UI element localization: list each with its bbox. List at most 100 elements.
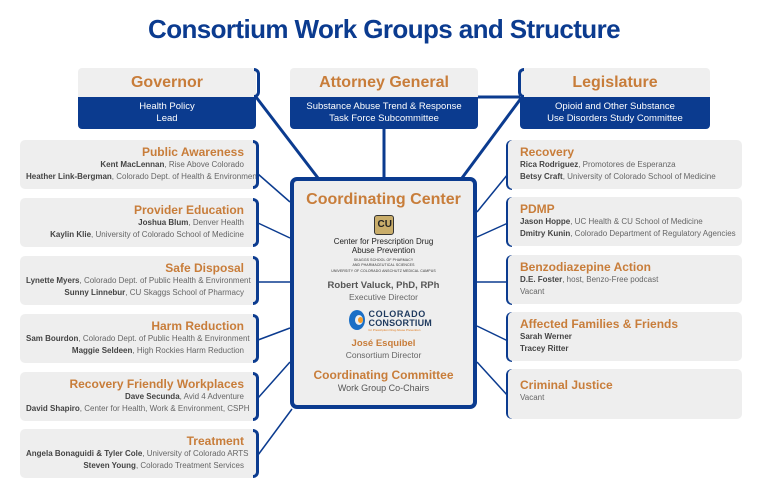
member-name: Heather Link-Bergman	[26, 171, 112, 181]
member-org: , Colorado Department of Regulatory Agen…	[570, 228, 736, 238]
member-line: Sunny Linnebur, CU Skaggs School of Phar…	[26, 287, 244, 299]
consortium-swirl-icon	[348, 309, 365, 330]
member-line: Angela Bonaguidi & Tyler Cole, Universit…	[26, 448, 248, 460]
member-org: , Denver Health	[188, 218, 244, 227]
fineprint-line: AND PHARMACEUTICAL SCIENCES	[352, 262, 415, 267]
member-line: Maggie Seldeen, High Rockies Harm Reduct…	[26, 345, 244, 357]
member-name: Joshua Blum	[138, 218, 189, 227]
legislature-title: Legislature	[520, 68, 710, 97]
center-name: Center for Prescription Drug Abuse Preve…	[294, 237, 473, 255]
center-name-line: Abuse Prevention	[351, 246, 416, 255]
description-line: Substance Abuse Trend & Response	[306, 101, 462, 112]
fineprint-line: SKAGGS SCHOOL OF PHARMACY	[353, 258, 414, 262]
member-name: Betsy Craft	[520, 171, 563, 181]
member-line: Vacant	[520, 286, 736, 298]
center-name-line: Center for Prescription Drug	[333, 237, 434, 246]
work-group-title: Harm Reduction	[151, 319, 244, 333]
member-org: , University of Colorado School of Medic…	[562, 171, 716, 181]
logo-line2: CONSORTIUM	[368, 317, 432, 328]
fineprint-line: UNIVERSITY OF COLORADO ANSCHUTZ MEDICAL …	[331, 269, 436, 273]
consortium-director-role: Consortium Director	[345, 349, 422, 360]
member-name: Sarah Werner	[520, 332, 572, 341]
member-line: David Shapiro, Center for Health, Work &…	[26, 403, 250, 415]
work-group-public-awareness: Public Awareness Kent MacLennan, Rise Ab…	[20, 140, 259, 189]
member-name: Sunny Linnebur	[64, 287, 126, 297]
work-group-affected-families-friends: Affected Families & Friends Sarah Werner…	[508, 312, 742, 361]
work-group-title: Provider Education	[133, 203, 244, 217]
member-org: , Promotores de Esperanza	[578, 160, 676, 169]
legislature-bracket	[518, 68, 524, 98]
work-group-provider-education: Provider Education Joshua Blum, Denver H…	[20, 198, 256, 247]
cu-logo-icon: CU	[373, 215, 394, 235]
member-org: , UC Health & CU School of Medicine	[570, 217, 703, 226]
attorney-general-box: Attorney General Substance Abuse Trend &…	[290, 68, 478, 129]
work-group-recovery: Recovery Rica Rodriguez, Promotores de E…	[508, 140, 742, 189]
attorney-general-description: Substance Abuse Trend & Response Task Fo…	[290, 97, 478, 129]
member-name: Maggie Seldeen	[71, 345, 133, 355]
executive-director-role: Executive Director	[349, 291, 418, 302]
consortium-director-name: José Esquibel	[351, 337, 416, 349]
group-bracket	[253, 198, 259, 247]
member-org: , Avid 4 Adventure	[179, 392, 244, 401]
member-org: , Colorado Dept. of Public Health & Envi…	[78, 334, 250, 343]
member-org: , University of Colorado ARTS	[142, 449, 249, 458]
description-line: Use Disorders Study Committee	[547, 113, 683, 124]
member-org: , Colorado Treatment Services	[135, 460, 244, 470]
member-name: Rica Rodriguez	[520, 160, 579, 169]
member-name: Sam Bourdon	[26, 334, 79, 343]
member-org: Vacant	[520, 286, 545, 296]
work-group-title: Affected Families & Friends	[520, 317, 679, 331]
work-group-title: Recovery Friendly Workplaces	[69, 377, 244, 391]
description-line: Lead	[156, 113, 178, 124]
member-org: Vacant	[520, 393, 545, 402]
governor-bracket	[254, 68, 260, 98]
member-line: Dmitry Kunin, Colorado Department of Reg…	[520, 228, 736, 240]
member-name: Lynette Myers	[26, 276, 80, 285]
member-org: , Rise Above Colorado	[164, 160, 244, 169]
group-bracket	[253, 314, 259, 363]
governor-description: Health Policy Lead	[78, 97, 256, 129]
member-name: Dmitry Kunin	[520, 228, 571, 238]
member-name: Jason Hoppe	[520, 217, 571, 226]
legislature-description: Opioid and Other Substance Use Disorders…	[520, 97, 710, 129]
attorney-general-title: Attorney General	[290, 68, 478, 97]
cu-logo-glyph: CU	[377, 219, 392, 230]
member-line: D.E. Foster, host, Benzo-Free podcast	[520, 274, 736, 286]
coordinating-center-box: Coordinating Center CU Center for Prescr…	[290, 177, 477, 409]
member-org: , Center for Health, Work & Environment,…	[79, 403, 250, 413]
work-group-title: PDMP	[520, 202, 555, 216]
center-fineprint: SKAGGS SCHOOL OF PHARMACY AND PHARMACEUT…	[294, 258, 473, 274]
work-group-pdmp: PDMP Jason Hoppe, UC Health & CU School …	[508, 197, 742, 246]
member-name: Tracey Ritter	[520, 343, 569, 353]
member-name: David Shapiro	[26, 403, 80, 413]
member-name: Angela Bonaguidi & Tyler Cole	[26, 449, 143, 458]
member-name: Kent MacLennan	[100, 160, 165, 169]
work-group-title: Recovery	[520, 145, 575, 159]
member-line: Kent MacLennan, Rise Above Colorado	[26, 159, 244, 171]
member-org: , host, Benzo-Free podcast	[562, 275, 659, 284]
group-bracket	[253, 256, 259, 305]
work-group-benzodiazepine-action: Benzodiazepine Action D.E. Foster, host,…	[508, 255, 742, 304]
member-name: D.E. Foster	[520, 275, 563, 284]
description-line: Task Force Subcommittee	[329, 113, 439, 124]
member-line: Joshua Blum, Denver Health	[26, 217, 244, 229]
member-line: Jason Hoppe, UC Health & CU School of Me…	[520, 216, 736, 228]
member-line: Rica Rodriguez, Promotores de Esperanza	[520, 159, 736, 171]
work-group-title: Safe Disposal	[165, 261, 244, 275]
coordinating-committee-title: Coordinating Committee	[313, 367, 454, 382]
logo-tagline: for Prescription Drug Abuse Prevention	[368, 327, 421, 332]
member-name: Kaylin Klie	[50, 229, 92, 239]
executive-director-name: Robert Valuck, PhD, RPh	[327, 279, 440, 291]
member-line: Tracey Ritter	[520, 343, 736, 355]
legislature-box: Legislature Opioid and Other Substance U…	[520, 68, 710, 129]
member-line: Lynette Myers, Colorado Dept. of Public …	[26, 275, 251, 287]
member-org: , Colorado Dept. of Public Health & Envi…	[79, 276, 251, 285]
member-line: Vacant	[520, 392, 736, 404]
member-org: , University of Colorado School of Medic…	[91, 229, 244, 239]
work-group-criminal-justice: Criminal Justice Vacant	[508, 369, 742, 419]
page-title: Consortium Work Groups and Structure	[148, 14, 621, 44]
group-bracket	[253, 372, 259, 421]
member-line: Dave Secunda, Avid 4 Adventure	[26, 391, 244, 403]
member-line: Kaylin Klie, University of Colorado Scho…	[26, 229, 244, 241]
